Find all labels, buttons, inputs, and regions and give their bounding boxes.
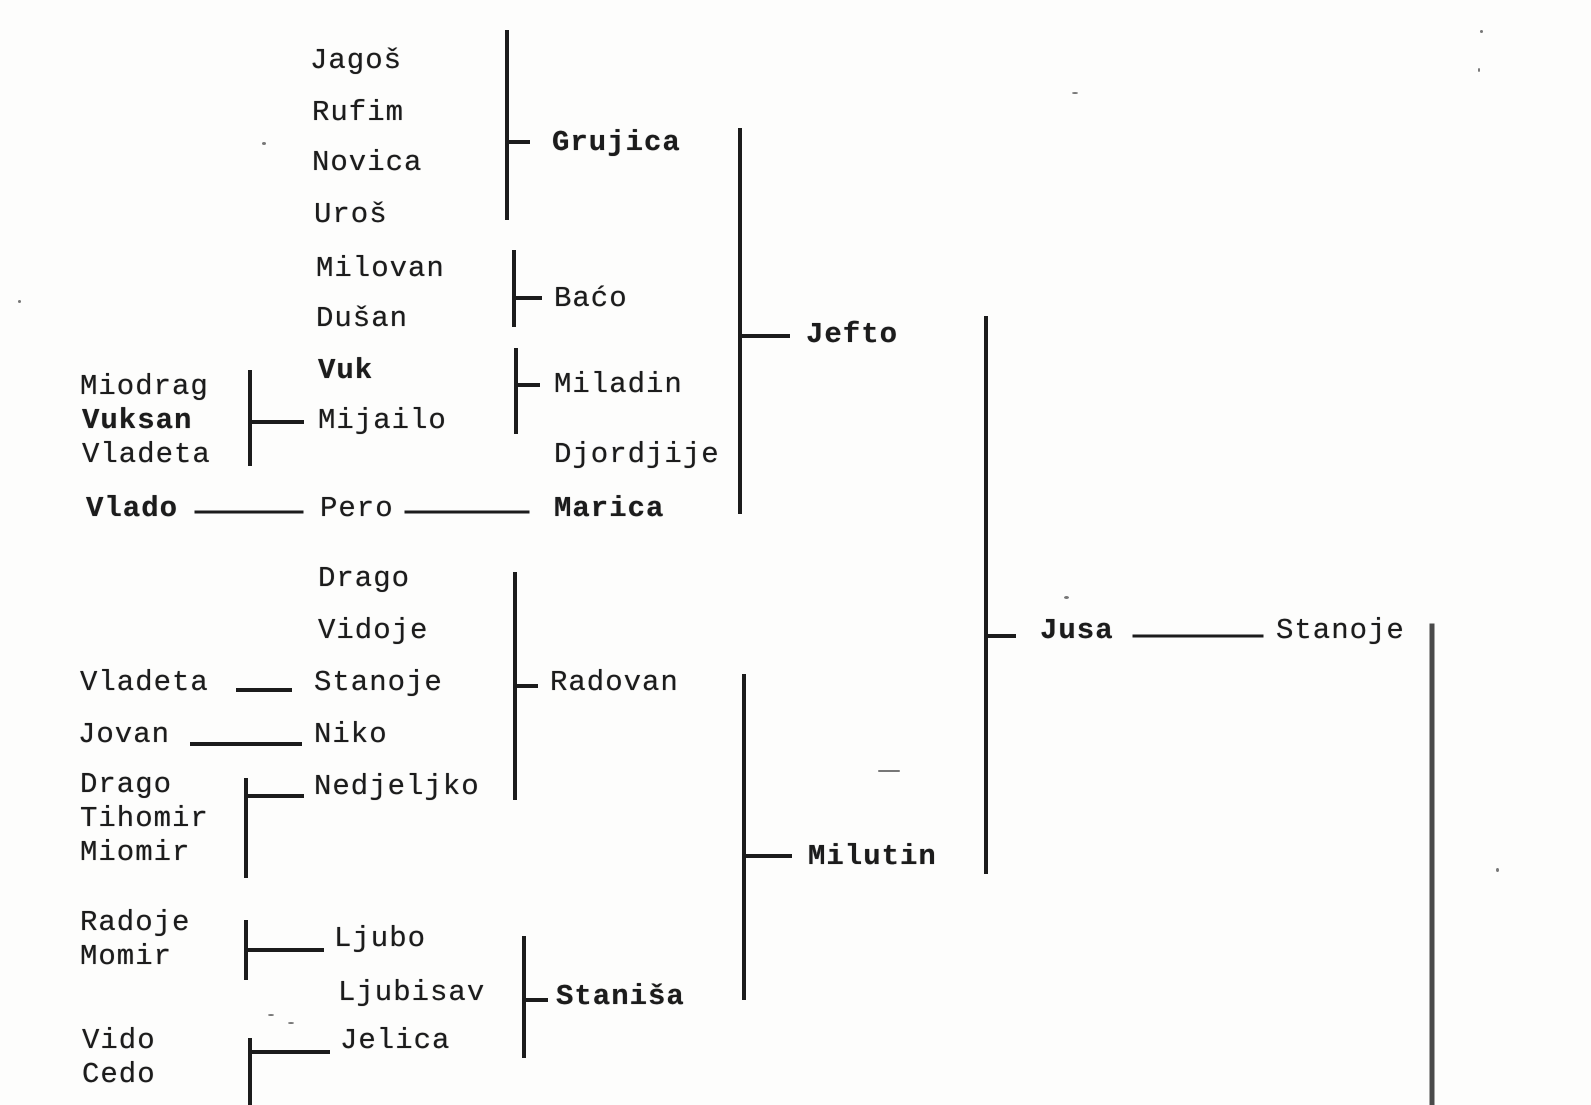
person-drago-2: Drago	[80, 768, 173, 801]
person-jagos: Jagoš	[310, 44, 403, 77]
person-drago-1: Drago	[318, 562, 411, 595]
person-vidoje: Vidoje	[318, 614, 429, 647]
person-milovan: Milovan	[316, 252, 445, 285]
person-jelica: Jelica	[340, 1024, 451, 1057]
person-ljubisav: Ljubisav	[338, 976, 486, 1009]
person-grujica: Grujica	[552, 126, 681, 159]
scan-speck	[288, 1022, 294, 1024]
scan-speck	[268, 1014, 274, 1016]
person-uros: Uroš	[314, 198, 388, 231]
person-djordjije: Djordjije	[554, 438, 720, 471]
person-vladeta-1: Vladeta	[82, 438, 211, 471]
person-vido: Vido	[82, 1024, 156, 1057]
person-jovan: Jovan	[78, 718, 171, 751]
person-baco: Baćo	[554, 282, 628, 315]
scan-speck	[1480, 30, 1483, 33]
person-radoje: Radoje	[80, 906, 191, 939]
scan-speck	[1478, 68, 1480, 72]
person-momir: Momir	[80, 940, 173, 973]
person-nedjeljko: Nedjeljko	[314, 770, 480, 803]
person-radovan: Radovan	[550, 666, 679, 699]
person-ljubo: Ljubo	[334, 922, 427, 955]
person-mijailo: Mijailo	[318, 404, 447, 437]
person-tihomir: Tihomir	[80, 802, 209, 835]
person-stanoje-1: Stanoje	[314, 666, 443, 699]
scan-speck	[1072, 92, 1078, 94]
person-jefto: Jefto	[806, 318, 899, 351]
person-vuk: Vuk	[318, 354, 374, 387]
person-dusan: Dušan	[316, 302, 409, 335]
scan-speck	[18, 300, 21, 303]
person-stanisa: Staniša	[556, 980, 685, 1013]
person-niko: Niko	[314, 718, 388, 751]
person-cedo: Cedo	[82, 1058, 156, 1091]
scan-speck	[262, 142, 266, 145]
person-miomir: Miomir	[80, 836, 191, 869]
person-miodrag: Miodrag	[80, 370, 209, 403]
person-marica: Marica	[554, 492, 665, 525]
person-stanoje-2: Stanoje	[1276, 614, 1405, 647]
person-rufim: Rufim	[312, 96, 405, 129]
person-vladeta-2: Vladeta	[80, 666, 209, 699]
scan-speck	[1496, 868, 1499, 872]
person-vlado: Vlado	[86, 492, 179, 525]
person-jusa: Jusa	[1040, 614, 1114, 647]
person-pero: Pero	[320, 492, 394, 525]
person-vuksan: Vuksan	[82, 404, 193, 437]
person-milutin: Milutin	[808, 840, 937, 873]
person-novica: Novica	[312, 146, 423, 179]
scan-speck	[1064, 596, 1069, 599]
person-miladin: Miladin	[554, 368, 683, 401]
scan-speck	[878, 770, 900, 772]
